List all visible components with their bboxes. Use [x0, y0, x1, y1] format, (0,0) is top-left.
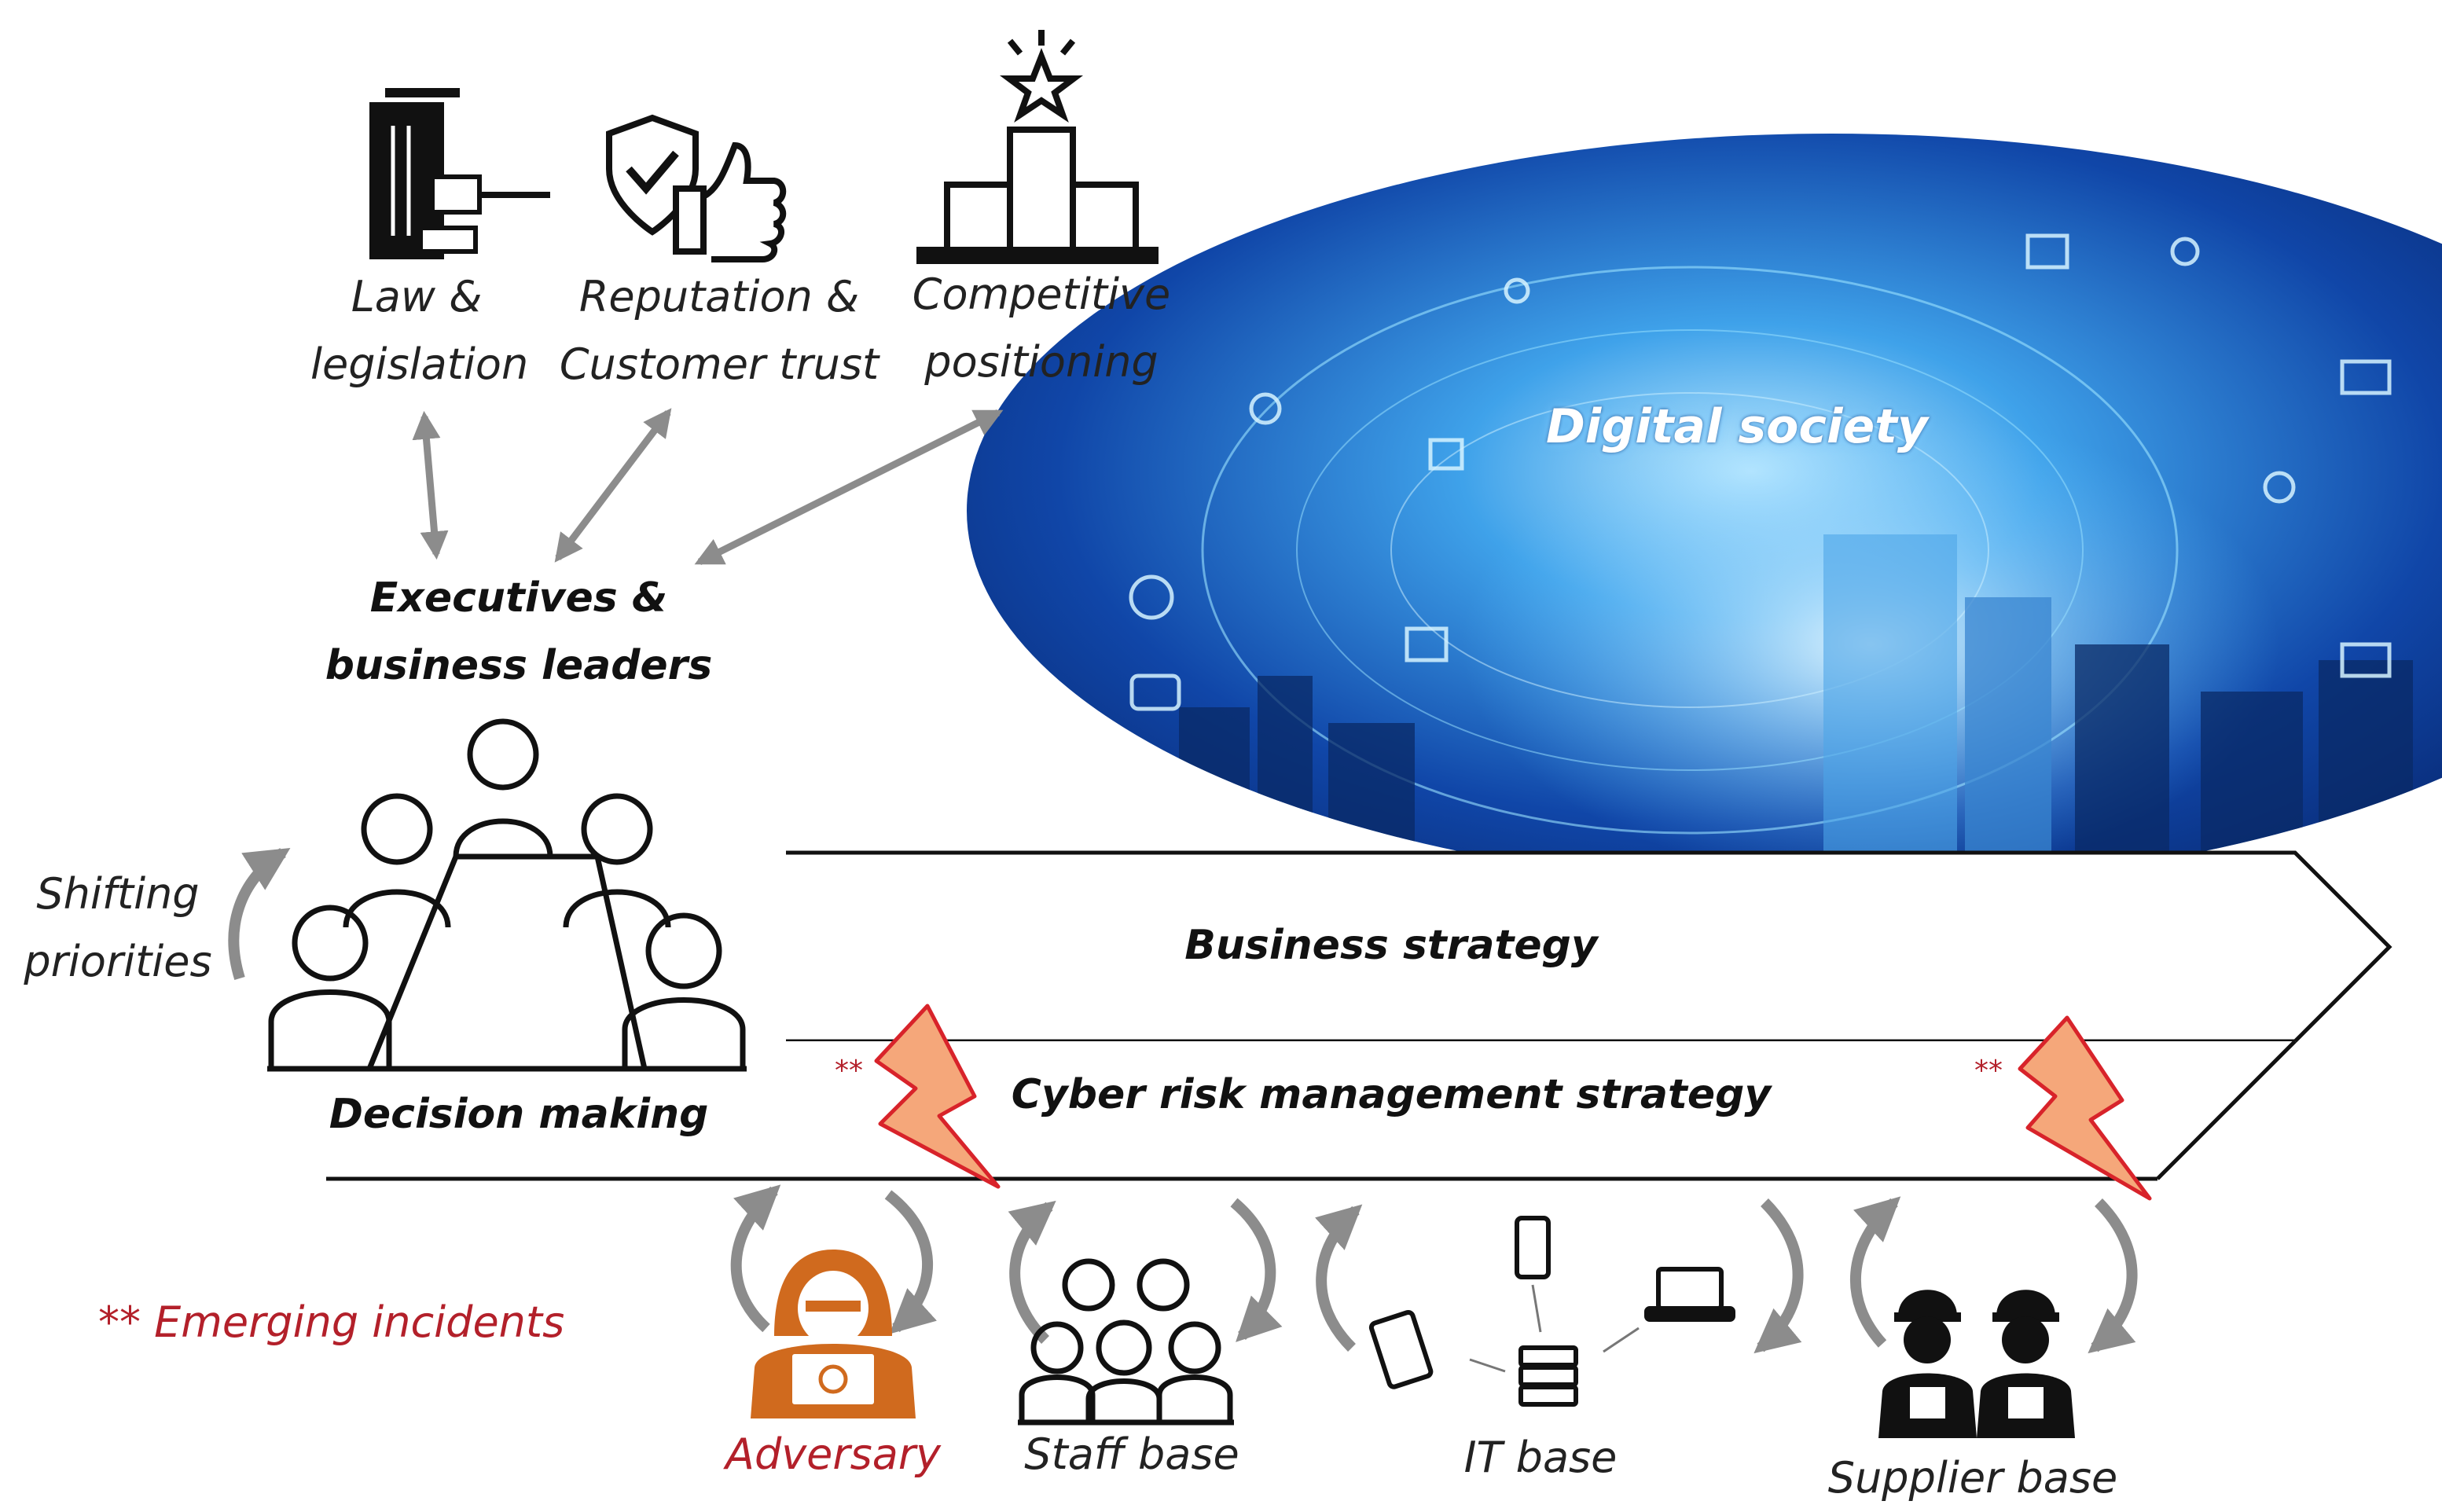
boardroom-meeting-icon [267, 718, 747, 1072]
law-line1: Law & [351, 272, 483, 321]
cyber-strategy-label: Cyber risk management strategy [1011, 1071, 1772, 1118]
reputation-line1: Reputation & [578, 272, 860, 321]
decision-making-label: Decision making [329, 1091, 709, 1138]
reputation-label: Reputation & Customer trust [554, 263, 884, 398]
digital-society-label: Digital society [1545, 399, 1929, 454]
staff-base-label: Staff base [1024, 1429, 1239, 1479]
incident-marker-right: ** [1974, 1055, 2003, 1087]
law-line2: legislation [310, 339, 529, 389]
emerging-incidents-legend: ** Emerging incidents [98, 1297, 565, 1347]
cyber-strategy-band [326, 1040, 2297, 1181]
adversary-label: Adversary [725, 1429, 941, 1479]
supplier-base-label: Supplier base [1827, 1453, 2118, 1503]
lightning-bolt-icon-right [2018, 1015, 2152, 1201]
shifting-line1: Shifting [36, 869, 200, 919]
base-flow-arrows [730, 1184, 2138, 1354]
competitive-label: Competitive positioning [904, 261, 1179, 396]
gavel-book-icon [369, 88, 550, 259]
floating-app-icons [1129, 233, 2392, 711]
it-base-label: IT base [1463, 1433, 1618, 1482]
lightning-bolt-icon [874, 1004, 1001, 1189]
podium-star-icon [916, 30, 1159, 264]
competitive-line2: positioning [924, 337, 1159, 387]
executives-label: Executives & business leaders [322, 564, 715, 699]
supplier-workers-icon [1878, 1290, 2075, 1438]
hooded-hacker-icon [751, 1250, 916, 1418]
executives-line1: Executives & [369, 574, 668, 622]
shifting-priorities-arrow [228, 847, 291, 981]
driver-arrows [412, 408, 1004, 566]
incident-marker-left: ** [835, 1055, 863, 1087]
business-strategy-label: Business strategy [1184, 922, 1598, 969]
network-devices-icon [1368, 1216, 1735, 1407]
shield-thumbs-up-icon [606, 114, 787, 262]
competitive-line1: Competitive [912, 270, 1171, 319]
shifting-priorities-label: Shifting priorities [16, 861, 220, 996]
law-legislation-label: Law & legislation [310, 263, 529, 398]
reputation-line2: Customer trust [559, 339, 879, 389]
executives-line2: business leaders [325, 642, 713, 689]
staff-group-icon [1018, 1258, 1234, 1426]
shifting-line2: priorities [24, 937, 212, 986]
